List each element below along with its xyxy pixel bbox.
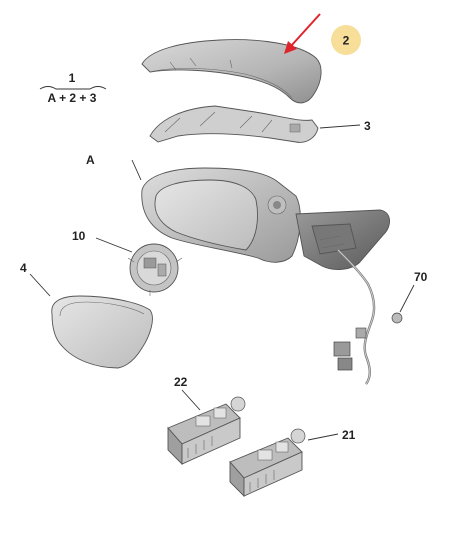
formula-bracket <box>39 86 107 90</box>
badge-circle <box>331 25 361 55</box>
label-A: A <box>86 153 95 167</box>
part-inner-frame <box>149 105 361 143</box>
label-2: 2 <box>343 34 350 48</box>
assembly-formula: 1 A + 2 + 3 <box>39 71 107 105</box>
label-3: 3 <box>364 119 371 133</box>
part-mirror-cover <box>141 39 322 104</box>
part-wiring-harness <box>333 249 415 385</box>
label-22: 22 <box>174 375 188 389</box>
red-pointer-arrow-icon <box>284 13 321 54</box>
label-10: 10 <box>72 229 86 243</box>
formula-top: 1 <box>69 71 76 85</box>
label-4: 4 <box>20 261 27 275</box>
highlight-badge: 2 <box>331 25 361 55</box>
part-mirror-housing <box>131 159 390 270</box>
part-adjust-motor <box>95 237 183 296</box>
part-switch-21 <box>229 428 339 498</box>
formula-bottom: A + 2 + 3 <box>48 91 97 105</box>
part-mirror-glass <box>29 273 153 369</box>
label-21: 21 <box>342 428 356 442</box>
part-switch-22 <box>167 389 246 466</box>
label-70: 70 <box>414 270 428 284</box>
